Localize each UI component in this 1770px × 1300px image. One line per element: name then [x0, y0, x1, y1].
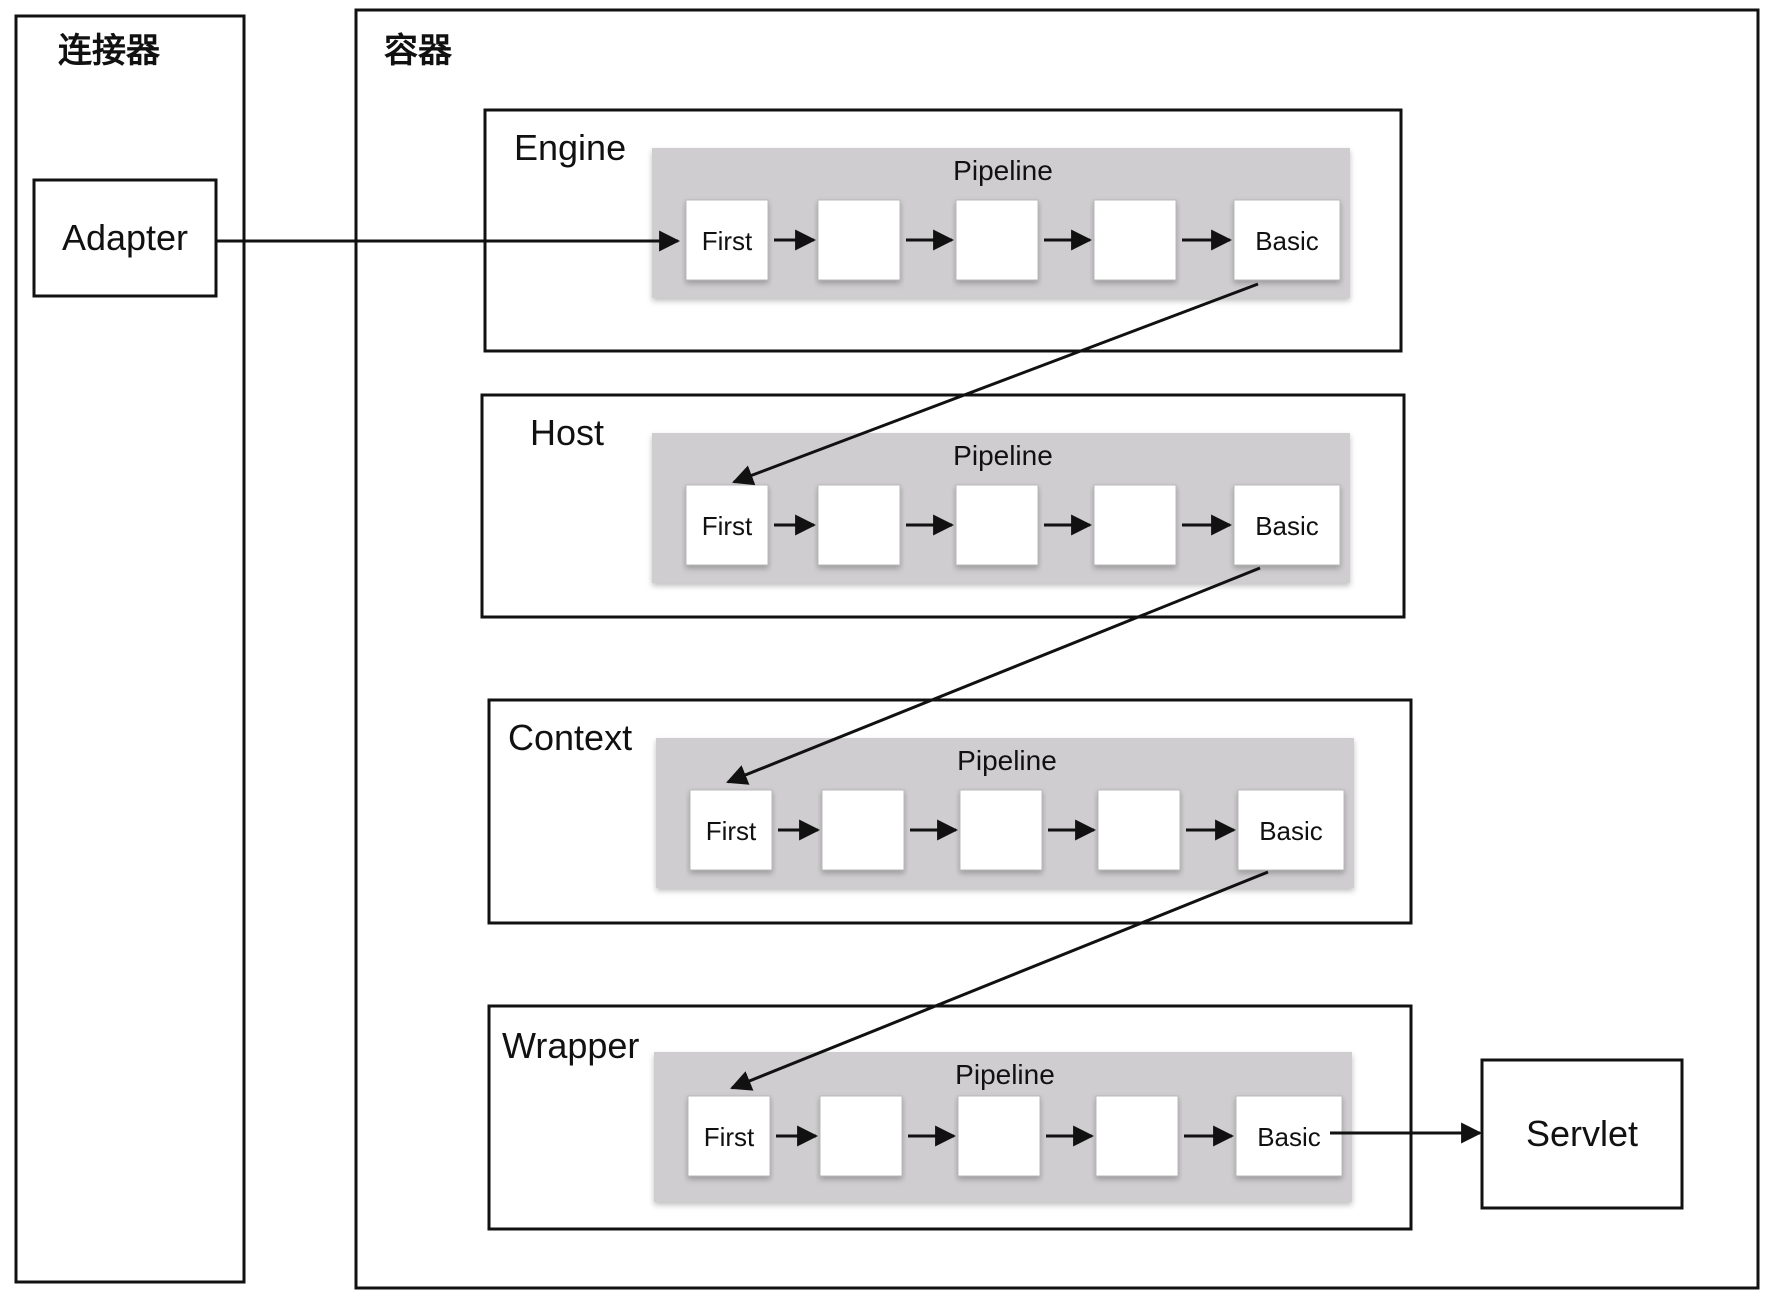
context-first-label: First	[706, 816, 757, 846]
engine-valve-3	[955, 199, 1039, 281]
engine-label: Engine	[514, 127, 626, 168]
wrapper-label: Wrapper	[502, 1025, 639, 1066]
host-label: Host	[530, 412, 604, 453]
context-basic-label: Basic	[1259, 816, 1323, 846]
context-basic-valve	[1237, 789, 1345, 871]
wrapper-first-label: First	[704, 1122, 755, 1152]
wrapper-first-valve	[687, 1095, 771, 1177]
servlet-box	[1480, 1058, 1684, 1210]
engine-first-label: First	[702, 226, 753, 256]
engine-pipeline-label: Pipeline	[953, 155, 1053, 186]
host-first-valve	[685, 484, 769, 566]
engine-basic-valve	[1233, 199, 1341, 281]
host-valve-4	[1093, 484, 1177, 566]
context-valve-2	[821, 789, 905, 871]
adapter-box	[32, 178, 218, 298]
context-first-valve	[689, 789, 773, 871]
engine-to-host-arrow	[732, 282, 1259, 486]
engine-valve-4	[1093, 199, 1177, 281]
engine-basic-label: Basic	[1255, 226, 1319, 256]
context-pipeline-label: Pipeline	[957, 745, 1057, 776]
context-valve-4	[1097, 789, 1181, 871]
wrapper-valve-4	[1095, 1095, 1179, 1177]
engine-first-valve	[685, 199, 769, 281]
engine-valve-2	[817, 199, 901, 281]
context-valve-3	[959, 789, 1043, 871]
wrapper-basic-valve	[1235, 1095, 1343, 1177]
connector-title: 连接器	[58, 31, 161, 71]
wrapper-pipeline-label: Pipeline	[955, 1059, 1055, 1090]
host-pipeline-label: Pipeline	[953, 440, 1053, 471]
host-basic-label: Basic	[1255, 511, 1319, 541]
host-first-label: First	[702, 511, 753, 541]
adapter-label: Adapter	[62, 217, 188, 258]
wrapper-valve-2	[819, 1095, 903, 1177]
host-basic-valve	[1233, 484, 1341, 566]
host-valve-3	[955, 484, 1039, 566]
servlet-label: Servlet	[1526, 1113, 1638, 1154]
host-to-context-arrow	[726, 566, 1261, 785]
wrapper-valve-3	[957, 1095, 1041, 1177]
wrapper-basic-label: Basic	[1257, 1122, 1321, 1152]
context-label: Context	[508, 717, 632, 758]
context-to-wrapper-arrow	[730, 870, 1269, 1091]
host-valve-2	[817, 484, 901, 566]
container-title: 容器	[384, 31, 453, 71]
